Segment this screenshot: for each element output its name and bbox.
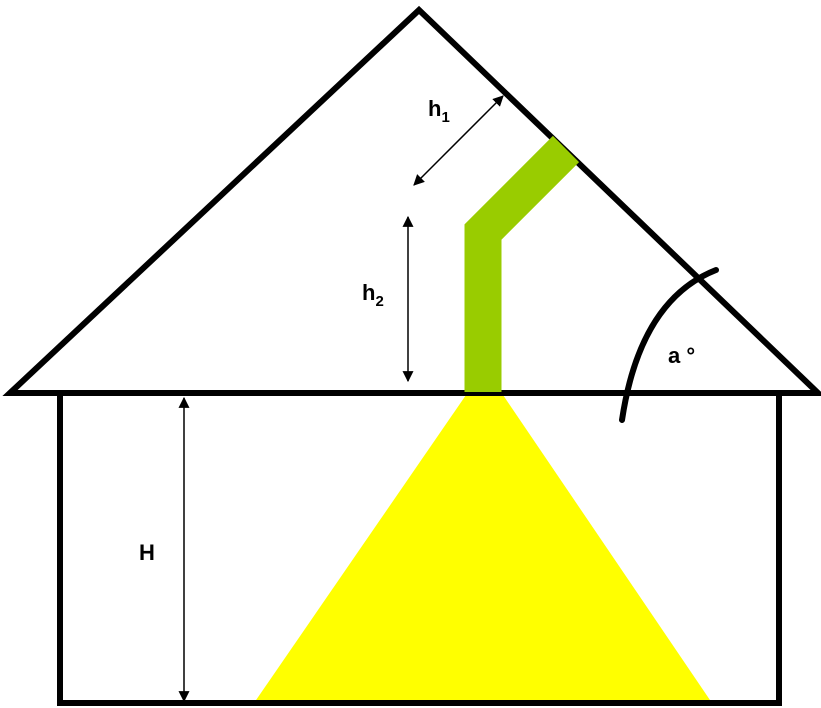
roof-angle-arc (619, 267, 719, 423)
angle-label: a ° (668, 343, 695, 368)
house-walls (57, 395, 782, 706)
light-cone (254, 395, 712, 703)
H-label: H (139, 540, 155, 565)
chimney-pipe (464, 135, 580, 392)
h2-label: h2 (362, 280, 384, 310)
roof-triangle (2, 5, 821, 396)
h1-label: h1 (428, 96, 450, 126)
h1-dimension-arrow (413, 95, 504, 186)
